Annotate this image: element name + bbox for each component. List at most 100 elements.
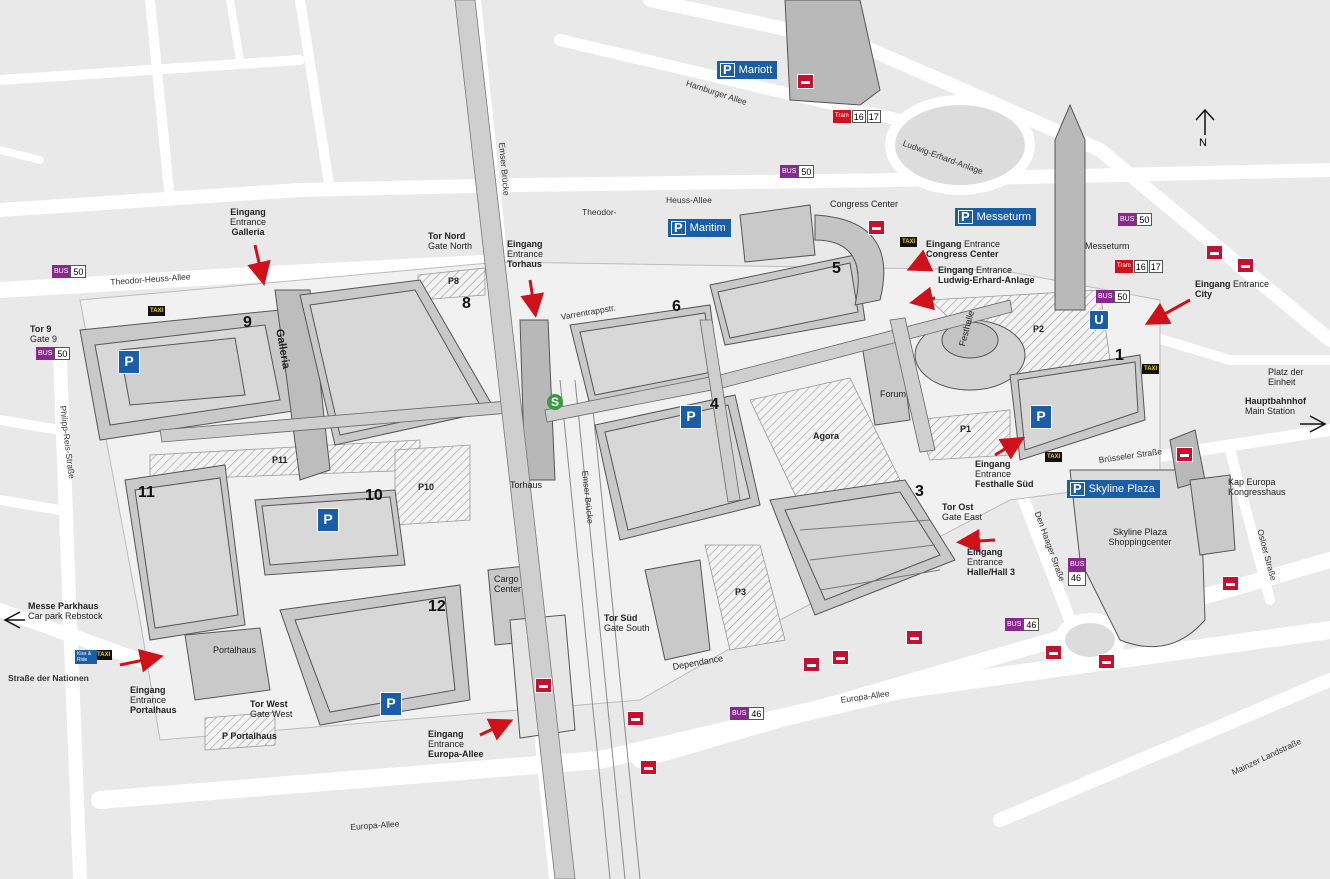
hall-number-9: 9 bbox=[243, 314, 252, 331]
tram-line-17: 17 bbox=[1148, 260, 1163, 273]
parking-icon-hall-10[interactable]: P bbox=[317, 508, 339, 532]
parking-label-portalhaus: P Portalhaus bbox=[222, 731, 277, 741]
hotel-icon bbox=[868, 220, 885, 235]
entrance-de: Eingang bbox=[507, 239, 543, 249]
congress-center-building bbox=[739, 204, 816, 263]
parking-icon-hall-4[interactable]: P bbox=[680, 405, 702, 429]
entrance-en: Entrance bbox=[130, 694, 167, 705]
bus-line: 50 bbox=[70, 265, 87, 278]
bus-icon: BUS bbox=[1005, 618, 1024, 631]
entrance-name: Torhaus bbox=[507, 258, 542, 269]
walkways bbox=[159, 299, 1013, 503]
tram-icon: Tram bbox=[833, 110, 851, 123]
taxi-stand-portalhaus[interactable]: TAXI bbox=[95, 650, 113, 660]
taxi-stand-hall-9[interactable]: TAXI bbox=[148, 306, 166, 316]
hall-number-6: 6 bbox=[672, 298, 681, 315]
kap-europa-building bbox=[1189, 474, 1236, 556]
parking-icon: P bbox=[671, 221, 686, 235]
bus-icon: BUS bbox=[780, 165, 799, 178]
entrance-de: Eingang bbox=[975, 459, 1011, 469]
dependance-building bbox=[644, 559, 711, 661]
parking-icon-hall-12[interactable]: P bbox=[380, 692, 402, 716]
hotel-icon bbox=[1222, 576, 1239, 591]
bus-line: 50 bbox=[798, 165, 815, 178]
parking-icon-hall-9[interactable]: P bbox=[118, 350, 140, 374]
entrance-arrows bbox=[119, 244, 1191, 741]
bus-icon: BUS bbox=[36, 347, 55, 360]
entrance-name: Europa-Allee bbox=[428, 748, 484, 759]
kiss-ride-stop[interactable]: Kiss & Ride bbox=[75, 650, 97, 664]
hotel-icon bbox=[832, 650, 849, 665]
s-bahn-station[interactable]: S bbox=[547, 394, 563, 410]
label-portalhaus: Portalhaus bbox=[213, 645, 257, 655]
u-bahn-station[interactable]: U bbox=[1089, 310, 1109, 330]
entrance-en: Entrance bbox=[964, 239, 1001, 249]
bus-line: 50 bbox=[1114, 290, 1131, 303]
hotel-icon bbox=[535, 678, 552, 693]
hotel-icon bbox=[1237, 258, 1254, 273]
bus-line: 46 bbox=[748, 707, 765, 720]
entrance-en: Entrance bbox=[1233, 279, 1270, 289]
parking-icon-hall-1[interactable]: P bbox=[1030, 405, 1052, 429]
hall-number-10: 10 bbox=[365, 487, 383, 504]
parking-badge-label: Skyline Plaza bbox=[1088, 483, 1155, 495]
bus-line: 46 bbox=[1023, 618, 1040, 631]
parking-portalhaus bbox=[204, 711, 276, 751]
label-messeturm: Messeturm bbox=[1085, 241, 1130, 251]
entrance-name: Festhalle Süd bbox=[975, 478, 1034, 489]
taxi-stand-festhalle[interactable]: TAXI bbox=[1045, 452, 1063, 462]
hotel-icon bbox=[1098, 654, 1115, 669]
entrance-name: Portalhaus bbox=[130, 704, 177, 715]
hotel-icon bbox=[1206, 245, 1223, 260]
entrance-en: Entrance bbox=[975, 468, 1012, 479]
hotel-icon bbox=[627, 711, 644, 726]
gate-de: Tor Süd bbox=[604, 613, 638, 623]
parking-label-p1: P1 bbox=[960, 424, 972, 434]
gate-de: Tor 9 bbox=[30, 324, 52, 334]
portalhaus-building bbox=[184, 627, 271, 701]
taxi-stand-congress[interactable]: TAXI bbox=[900, 237, 918, 247]
gate-de: Tor Ost bbox=[942, 502, 974, 512]
taxi-stand-hall-1[interactable]: TAXI bbox=[1142, 364, 1160, 374]
label-congress-center: Congress Center bbox=[830, 199, 899, 209]
entrance-de: Eingang bbox=[967, 547, 1003, 557]
gate-en: Gate 9 bbox=[30, 333, 58, 344]
tram-line-16: 16 bbox=[851, 110, 866, 123]
parking-icon: P bbox=[958, 210, 973, 224]
hotel-icon bbox=[803, 657, 820, 672]
bus-icon: BUS bbox=[52, 265, 71, 278]
entrance-de: Eingang bbox=[938, 265, 974, 275]
agora-square bbox=[749, 377, 901, 506]
parking-label-p10: P10 bbox=[418, 482, 435, 492]
bus-line: 50 bbox=[1136, 213, 1153, 226]
destination-de: Messe Parkhaus bbox=[28, 601, 99, 611]
